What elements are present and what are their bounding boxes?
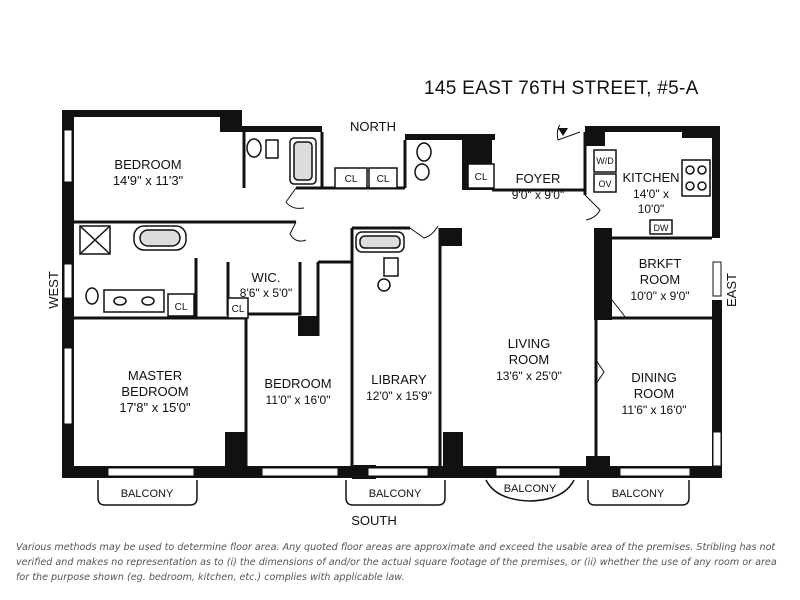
closet-label: CL <box>377 174 390 185</box>
balcony-label: BALCONY <box>612 488 665 500</box>
room-wic-name: WIC. <box>252 270 281 285</box>
room-brkft-dims: 10'0" x 9'0" <box>630 289 689 303</box>
room-library-dims: 12'0" x 15'9" <box>366 389 432 403</box>
disclaimer-text: Various methods may be used to determine… <box>16 542 777 583</box>
compass-south: SOUTH <box>351 513 397 528</box>
plan-title: 145 EAST 76TH STREET, #5-A <box>424 78 699 99</box>
room-living-name-2: ROOM <box>509 352 549 367</box>
balcony-label: BALCONY <box>504 483 557 495</box>
appliance-oven: OV <box>598 179 611 189</box>
room-bedroom-2-name: BEDROOM <box>264 376 331 391</box>
compass-north: NORTH <box>350 119 396 134</box>
compass-west: WEST <box>46 271 61 309</box>
closet-label: CL <box>175 302 188 313</box>
closet-label: CL <box>345 174 358 185</box>
room-kitchen-name: KITCHEN <box>622 170 679 185</box>
door-swings <box>285 124 627 385</box>
room-brkft-name-1: BRKFT <box>639 256 682 271</box>
windows <box>63 129 722 477</box>
room-living-name-1: LIVING <box>508 336 551 351</box>
room-master-name-2: BEDROOM <box>121 384 188 399</box>
appliance-dishwasher: DW <box>654 223 669 233</box>
balconies <box>97 479 690 506</box>
balcony-label: BALCONY <box>121 488 174 500</box>
compass-east: EAST <box>724 273 739 307</box>
closet-label: CL <box>475 172 488 183</box>
room-kitchen-dims-1: 14'0" x <box>633 187 669 201</box>
balcony-label: BALCONY <box>369 488 422 500</box>
room-dining-dims: 11'6" x 16'0" <box>622 403 687 417</box>
room-bedroom-1-name: BEDROOM <box>114 157 181 172</box>
room-dining-name-2: ROOM <box>634 386 674 401</box>
room-foyer-name: FOYER <box>516 171 561 186</box>
room-foyer-dims: 9'0" x 9'0" <box>512 188 564 202</box>
room-dining-name-1: DINING <box>631 370 677 385</box>
room-master-name-1: MASTER <box>128 368 182 383</box>
entry-marker-icon <box>558 128 568 136</box>
bathroom-fixtures <box>79 137 711 313</box>
room-brkft-name-2: ROOM <box>640 272 680 287</box>
closet-label: CL <box>232 304 245 315</box>
room-wic-dims: 8'6" x 5'0" <box>240 286 292 300</box>
room-kitchen-dims-2: 10'0" <box>638 202 665 216</box>
room-bedroom-2-dims: 11'0" x 16'0" <box>266 393 331 407</box>
room-bedroom-1-dims: 14'9" x 11'3" <box>113 173 184 188</box>
appliance-washer-dryer: W/D <box>596 156 614 166</box>
room-master-dims: 17'8" x 15'0" <box>119 400 191 415</box>
room-library-name: LIBRARY <box>371 372 427 387</box>
room-living-dims: 13'6" x 25'0" <box>496 369 562 383</box>
